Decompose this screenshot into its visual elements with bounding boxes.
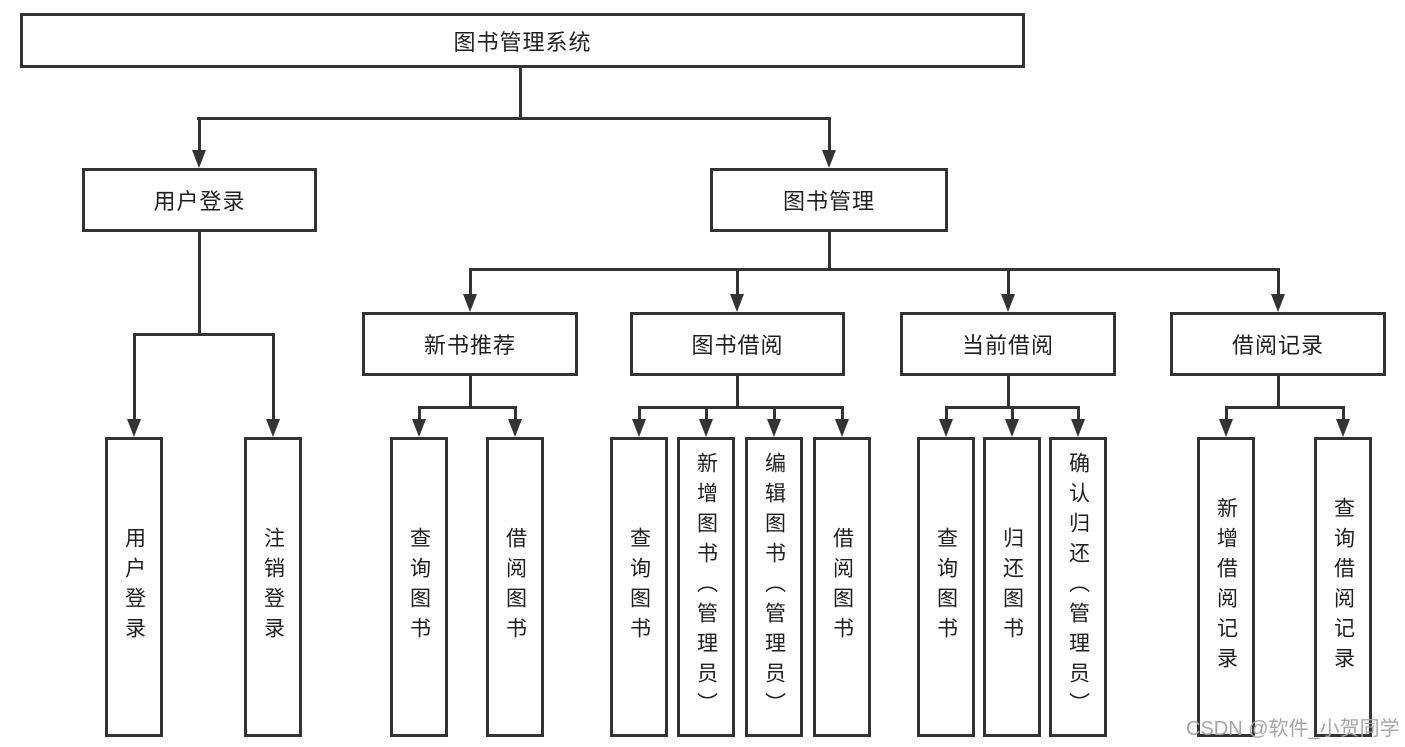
connector-line [418, 406, 517, 409]
connector-line [133, 335, 136, 421]
connector-line [469, 270, 472, 298]
connector-line [1225, 406, 1345, 409]
leaf-borrowing-add-books-admin-label: 新增图书（管理员） [694, 452, 718, 722]
arrowhead-down-icon [1336, 419, 1350, 437]
arrowhead-down-icon [412, 419, 426, 437]
connector-line [469, 376, 472, 408]
connector-line [514, 408, 517, 421]
node-current-borrowing: 当前借阅 [900, 312, 1116, 376]
csdn-watermark: CSDN @软件_小贺同学 [1186, 718, 1400, 740]
node-new-book-recommend: 新书推荐 [362, 312, 578, 376]
connector-line [198, 232, 201, 335]
connector-line [133, 333, 275, 336]
connector-line [638, 408, 641, 421]
connector-line [828, 118, 831, 152]
leaf-user-login-label: 用户登录 [122, 527, 146, 647]
leaf-current-query-books-label: 查询图书 [934, 527, 958, 647]
leaf-newbook-query-books-label: 查询图书 [407, 527, 431, 647]
node-user-login-label: 用户登录 [153, 189, 246, 214]
connector-line [1011, 408, 1014, 421]
connector-line [469, 268, 1280, 271]
node-book-management: 图书管理 [710, 168, 948, 232]
connector-line [418, 408, 421, 421]
connector-line [736, 376, 739, 408]
arrowhead-down-icon [508, 419, 522, 437]
leaf-records-add-record-label: 新增借阅记录 [1214, 497, 1238, 677]
leaf-current-return-books: 归还图书 [983, 437, 1041, 737]
leaf-current-confirm-return-admin: 确认归还（管理员） [1049, 437, 1107, 737]
connector-line [773, 408, 776, 421]
arrowhead-down-icon [835, 419, 849, 437]
node-root-label: 图书管理系统 [453, 29, 592, 55]
connector-line [945, 408, 948, 421]
connector-line [198, 118, 201, 152]
leaf-borrowing-query-books: 查询图书 [610, 437, 668, 737]
arrowhead-down-icon [1219, 419, 1233, 437]
arrowhead-down-icon [730, 294, 744, 312]
leaf-records-query-record: 查询借阅记录 [1314, 437, 1372, 737]
connector-line [841, 408, 844, 421]
leaf-newbook-query-books: 查询图书 [390, 437, 448, 737]
connector-line [272, 335, 275, 421]
connector-line [1007, 376, 1010, 408]
leaf-newbook-borrow-books: 借阅图书 [486, 437, 544, 737]
node-root: 图书管理系统 [20, 13, 1025, 68]
connector-line [197, 117, 831, 120]
node-new-book-recommend-label: 新书推荐 [423, 333, 516, 358]
arrowhead-down-icon [266, 419, 280, 437]
arrowhead-down-icon [699, 419, 713, 437]
leaf-records-add-record: 新增借阅记录 [1197, 437, 1255, 737]
arrowhead-down-icon [939, 419, 953, 437]
node-borrowing-records: 借阅记录 [1170, 312, 1386, 376]
arrowhead-down-icon [1071, 419, 1085, 437]
arrowhead-down-icon [767, 419, 781, 437]
connector-line [1077, 408, 1080, 421]
connector-line [1007, 270, 1010, 298]
node-current-borrowing-label: 当前借阅 [961, 333, 1054, 358]
connector-line [1342, 408, 1345, 421]
leaf-borrowing-edit-books-admin-label: 编辑图书（管理员） [762, 452, 786, 722]
arrowhead-down-icon [192, 150, 206, 168]
connector-line [828, 232, 831, 270]
connector-line [519, 68, 522, 118]
connector-line [1225, 408, 1228, 421]
arrowhead-down-icon [1001, 294, 1015, 312]
connector-line [736, 270, 739, 298]
connector-line [945, 406, 1080, 409]
node-borrowing-records-label: 借阅记录 [1231, 333, 1324, 358]
leaf-current-query-books: 查询图书 [917, 437, 975, 737]
leaf-borrowing-query-books-label: 查询图书 [627, 527, 651, 647]
leaf-current-confirm-return-admin-label: 确认归还（管理员） [1066, 452, 1090, 722]
leaf-borrowing-edit-books-admin: 编辑图书（管理员） [745, 437, 803, 737]
leaf-current-return-books-label: 归还图书 [1000, 527, 1024, 647]
node-book-borrowing: 图书借阅 [630, 312, 845, 376]
connector-line [705, 408, 708, 421]
leaf-logout-label: 注销登录 [261, 527, 285, 647]
arrowhead-down-icon [822, 150, 836, 168]
arrowhead-down-icon [632, 419, 646, 437]
leaf-logout: 注销登录 [244, 437, 302, 737]
leaf-borrowing-add-books-admin: 新增图书（管理员） [677, 437, 735, 737]
connector-line [1277, 376, 1280, 408]
leaf-borrowing-borrow-books-label: 借阅图书 [830, 527, 854, 647]
connector-line [638, 406, 844, 409]
leaf-borrowing-borrow-books: 借阅图书 [813, 437, 871, 737]
leaf-user-login: 用户登录 [105, 437, 163, 737]
leaf-newbook-borrow-books-label: 借阅图书 [503, 527, 527, 647]
connector-line [1277, 270, 1280, 298]
arrowhead-down-icon [127, 419, 141, 437]
arrowhead-down-icon [1005, 419, 1019, 437]
node-user-login: 用户登录 [82, 168, 317, 232]
node-book-borrowing-label: 图书借阅 [691, 333, 784, 358]
arrowhead-down-icon [463, 294, 477, 312]
leaf-records-query-record-label: 查询借阅记录 [1331, 497, 1355, 677]
arrowhead-down-icon [1271, 294, 1285, 312]
node-book-management-label: 图书管理 [782, 189, 875, 214]
